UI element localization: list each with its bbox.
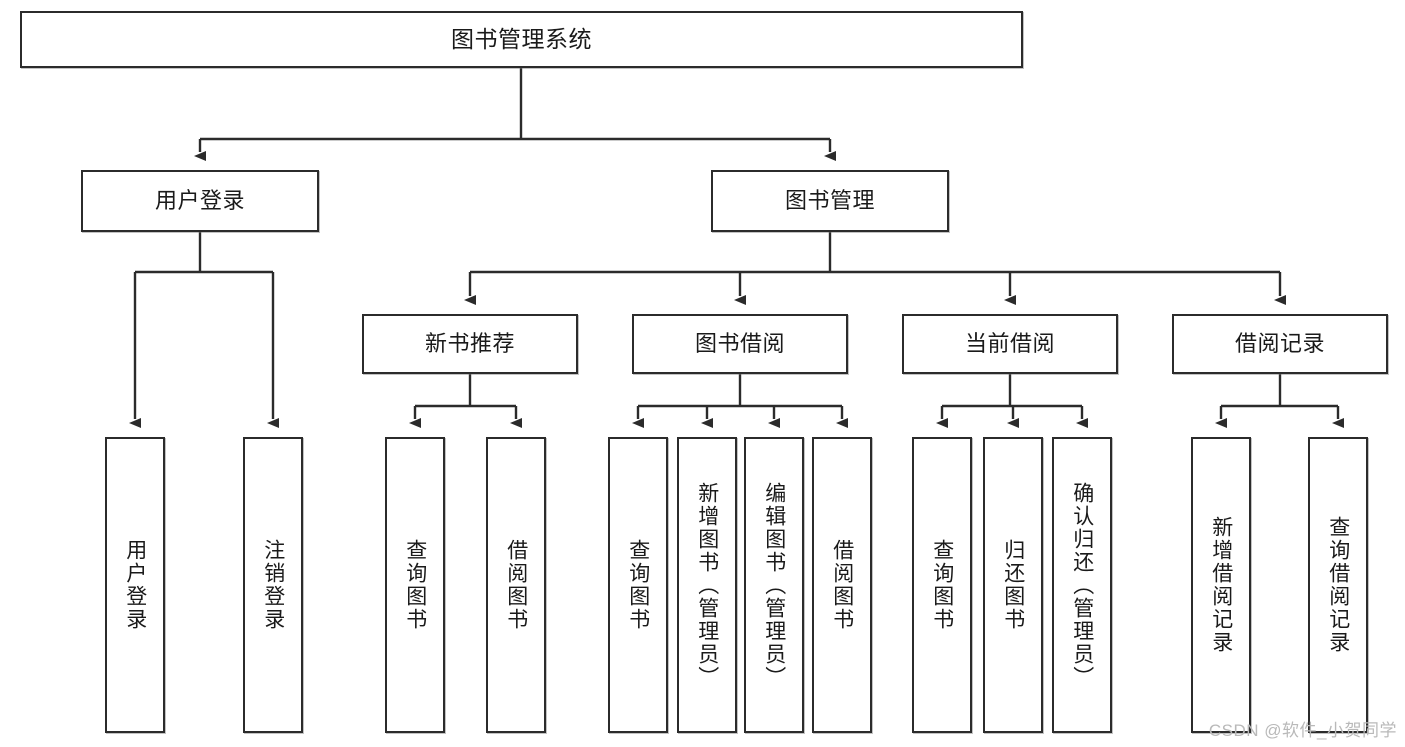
node-leaf-add-record-label: 新增借阅记录 — [1209, 516, 1233, 654]
node-leaf-query-book-borrow-label: 查询图书 — [626, 539, 650, 631]
node-root-label: 图书管理系统 — [451, 25, 592, 52]
node-leaf-query-book-current[interactable]: 查询图书 — [912, 437, 972, 733]
node-new-book-rec-label: 新书推荐 — [424, 330, 515, 356]
node-leaf-query-book-current-label: 查询图书 — [930, 539, 954, 631]
node-root[interactable]: 图书管理系统 — [20, 11, 1023, 68]
node-leaf-edit-book[interactable]: 编辑图书（管理员） — [744, 437, 804, 733]
node-leaf-return-book[interactable]: 归还图书 — [983, 437, 1043, 733]
node-leaf-confirm-return-label: 确认归还（管理员） — [1070, 481, 1094, 689]
node-borrow-record-label: 借阅记录 — [1234, 330, 1325, 356]
node-leaf-add-book-label: 新增图书（管理员） — [695, 481, 719, 689]
node-borrow-record[interactable]: 借阅记录 — [1172, 314, 1388, 374]
watermark: CSDN @软件_小贺同学 — [1208, 721, 1397, 740]
node-leaf-return-book-label: 归还图书 — [1001, 539, 1025, 631]
node-new-book-rec[interactable]: 新书推荐 — [362, 314, 578, 374]
node-leaf-user-login-label: 用户登录 — [123, 539, 147, 631]
node-book-manage-label: 图书管理 — [784, 187, 875, 213]
node-book-borrow[interactable]: 图书借阅 — [632, 314, 848, 374]
node-current-borrow-label: 当前借阅 — [964, 330, 1055, 356]
node-current-borrow[interactable]: 当前借阅 — [902, 314, 1118, 374]
node-leaf-query-record-label: 查询借阅记录 — [1326, 516, 1350, 654]
node-leaf-borrow-book-rec-label: 借阅图书 — [504, 539, 528, 631]
node-leaf-query-book-borrow[interactable]: 查询图书 — [608, 437, 668, 733]
node-leaf-borrow-book-rec[interactable]: 借阅图书 — [486, 437, 546, 733]
node-leaf-add-book[interactable]: 新增图书（管理员） — [677, 437, 737, 733]
node-leaf-query-book-rec[interactable]: 查询图书 — [385, 437, 445, 733]
node-leaf-query-record[interactable]: 查询借阅记录 — [1308, 437, 1368, 733]
node-leaf-borrow-book-label: 借阅图书 — [830, 539, 854, 631]
node-leaf-user-logout[interactable]: 注销登录 — [243, 437, 303, 733]
node-leaf-query-book-rec-label: 查询图书 — [403, 539, 427, 631]
node-leaf-borrow-book[interactable]: 借阅图书 — [812, 437, 872, 733]
node-leaf-user-login[interactable]: 用户登录 — [105, 437, 165, 733]
node-leaf-user-logout-label: 注销登录 — [261, 539, 285, 631]
node-book-borrow-label: 图书借阅 — [694, 330, 785, 356]
node-leaf-edit-book-label: 编辑图书（管理员） — [762, 481, 786, 689]
node-leaf-add-record[interactable]: 新增借阅记录 — [1191, 437, 1251, 733]
node-book-manage[interactable]: 图书管理 — [711, 170, 949, 232]
node-user-login[interactable]: 用户登录 — [81, 170, 319, 232]
node-user-login-label: 用户登录 — [154, 187, 245, 213]
node-leaf-confirm-return[interactable]: 确认归还（管理员） — [1052, 437, 1112, 733]
